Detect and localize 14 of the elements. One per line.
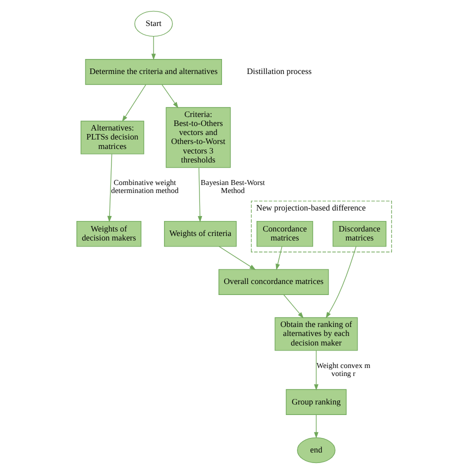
arrow [326, 246, 356, 318]
arrow [218, 246, 256, 270]
arrow [283, 294, 304, 318]
edge-label: Bayesian Best-Worst Method [200, 178, 265, 196]
arrow [151, 36, 156, 60]
arrow [314, 414, 318, 438]
arrow [107, 154, 112, 222]
arrow [162, 84, 178, 108]
edge-label: Weight convex m voting r [316, 360, 370, 378]
arrow [276, 246, 282, 270]
arrow [198, 167, 202, 222]
edge-label: Combinative weight determination method [111, 178, 179, 196]
arrow [314, 350, 318, 391]
arrow [122, 84, 146, 122]
